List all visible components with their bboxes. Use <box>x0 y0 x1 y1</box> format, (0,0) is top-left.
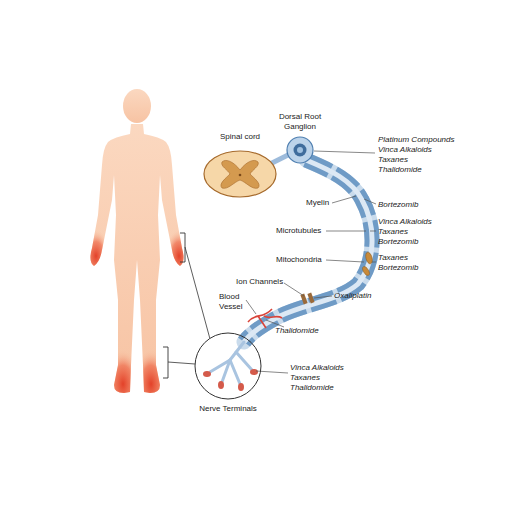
drug-label: Vinca Alkaloids <box>290 363 370 373</box>
mitochondrion <box>361 265 370 276</box>
node-shape: Spinal cord <box>200 132 280 200</box>
drug-label: Taxanes <box>378 253 458 263</box>
leader-line <box>332 196 356 203</box>
drug-label: Taxanes <box>290 373 370 383</box>
magnifier-circle <box>195 333 261 399</box>
leader-line <box>266 320 284 327</box>
drug-label: Thalidomide <box>290 383 370 393</box>
spinal-cord-section <box>204 151 276 197</box>
drug-label: Thalidomide <box>378 165 468 175</box>
leader-line <box>326 260 364 262</box>
leader-line <box>370 231 376 232</box>
part-label: Ion Channels <box>236 277 296 287</box>
leader-line <box>246 300 256 314</box>
terminal-end <box>218 381 224 389</box>
drug-label: Thalidomide <box>275 326 335 336</box>
leader-line <box>326 231 366 232</box>
ganglion-nucleus <box>297 147 303 153</box>
drug-label: Vinca Alkaloids <box>378 217 458 227</box>
terminal-backdrop <box>195 333 261 399</box>
terminal-branch <box>222 360 230 382</box>
foot-pain <box>133 350 169 418</box>
ion-channel <box>300 294 307 305</box>
drug-label: Bortezomib <box>378 200 458 210</box>
node-shape: Dorsal Root Ganglion <box>270 112 330 164</box>
hand-pain <box>82 230 110 282</box>
terminal-end <box>250 369 258 375</box>
leader-line <box>284 283 304 296</box>
node-shape: Nerve Terminals <box>190 330 266 418</box>
gray-matter <box>221 160 259 188</box>
leader-line <box>364 199 376 204</box>
terminal-end <box>238 383 244 391</box>
part-label: Blood Vessel <box>219 292 249 312</box>
drug-label: Taxanes <box>378 155 468 165</box>
terminal-branch <box>230 360 240 384</box>
central-canal <box>239 174 242 177</box>
drug-label: Vinca Alkaloids <box>378 145 468 155</box>
leader-line <box>372 262 376 263</box>
foot-pain <box>105 350 141 418</box>
terminal-end <box>203 371 211 377</box>
figure-head <box>123 89 151 123</box>
blood-vessel <box>248 309 282 328</box>
bracket-line <box>168 362 195 364</box>
ganglion-core <box>294 144 307 157</box>
pain-areas <box>82 230 193 418</box>
figure-body <box>90 124 183 393</box>
part-label: Mitochondria <box>276 255 336 265</box>
node-outline <box>200 132 280 200</box>
node-label: Spinal cord <box>200 132 280 142</box>
part-label: Myelin <box>306 198 346 208</box>
bracket <box>163 347 168 378</box>
part-label: Microtubules <box>276 226 336 236</box>
bracket-line <box>185 247 210 339</box>
drug-label: Oxaliplatin <box>334 291 394 301</box>
ganglion-circle <box>287 137 313 163</box>
mitochondrion <box>365 251 374 264</box>
leader-line <box>314 296 332 298</box>
hand-pain <box>165 230 193 282</box>
drug-label: Platinum Compounds <box>378 135 468 145</box>
bracket <box>180 233 185 262</box>
ion-channel <box>307 293 314 304</box>
nerve-terminals <box>210 342 252 384</box>
leader-line <box>314 151 375 153</box>
node-label: Nerve Terminals <box>190 404 266 414</box>
drug-label: Taxanes <box>378 227 458 237</box>
drug-label: Bortezomib <box>378 237 458 247</box>
terminal-branch <box>236 352 252 370</box>
terminal-ends <box>203 369 258 391</box>
drug-label: Bortezomib <box>378 263 458 273</box>
node-label: Dorsal Root Ganglion <box>275 112 325 132</box>
